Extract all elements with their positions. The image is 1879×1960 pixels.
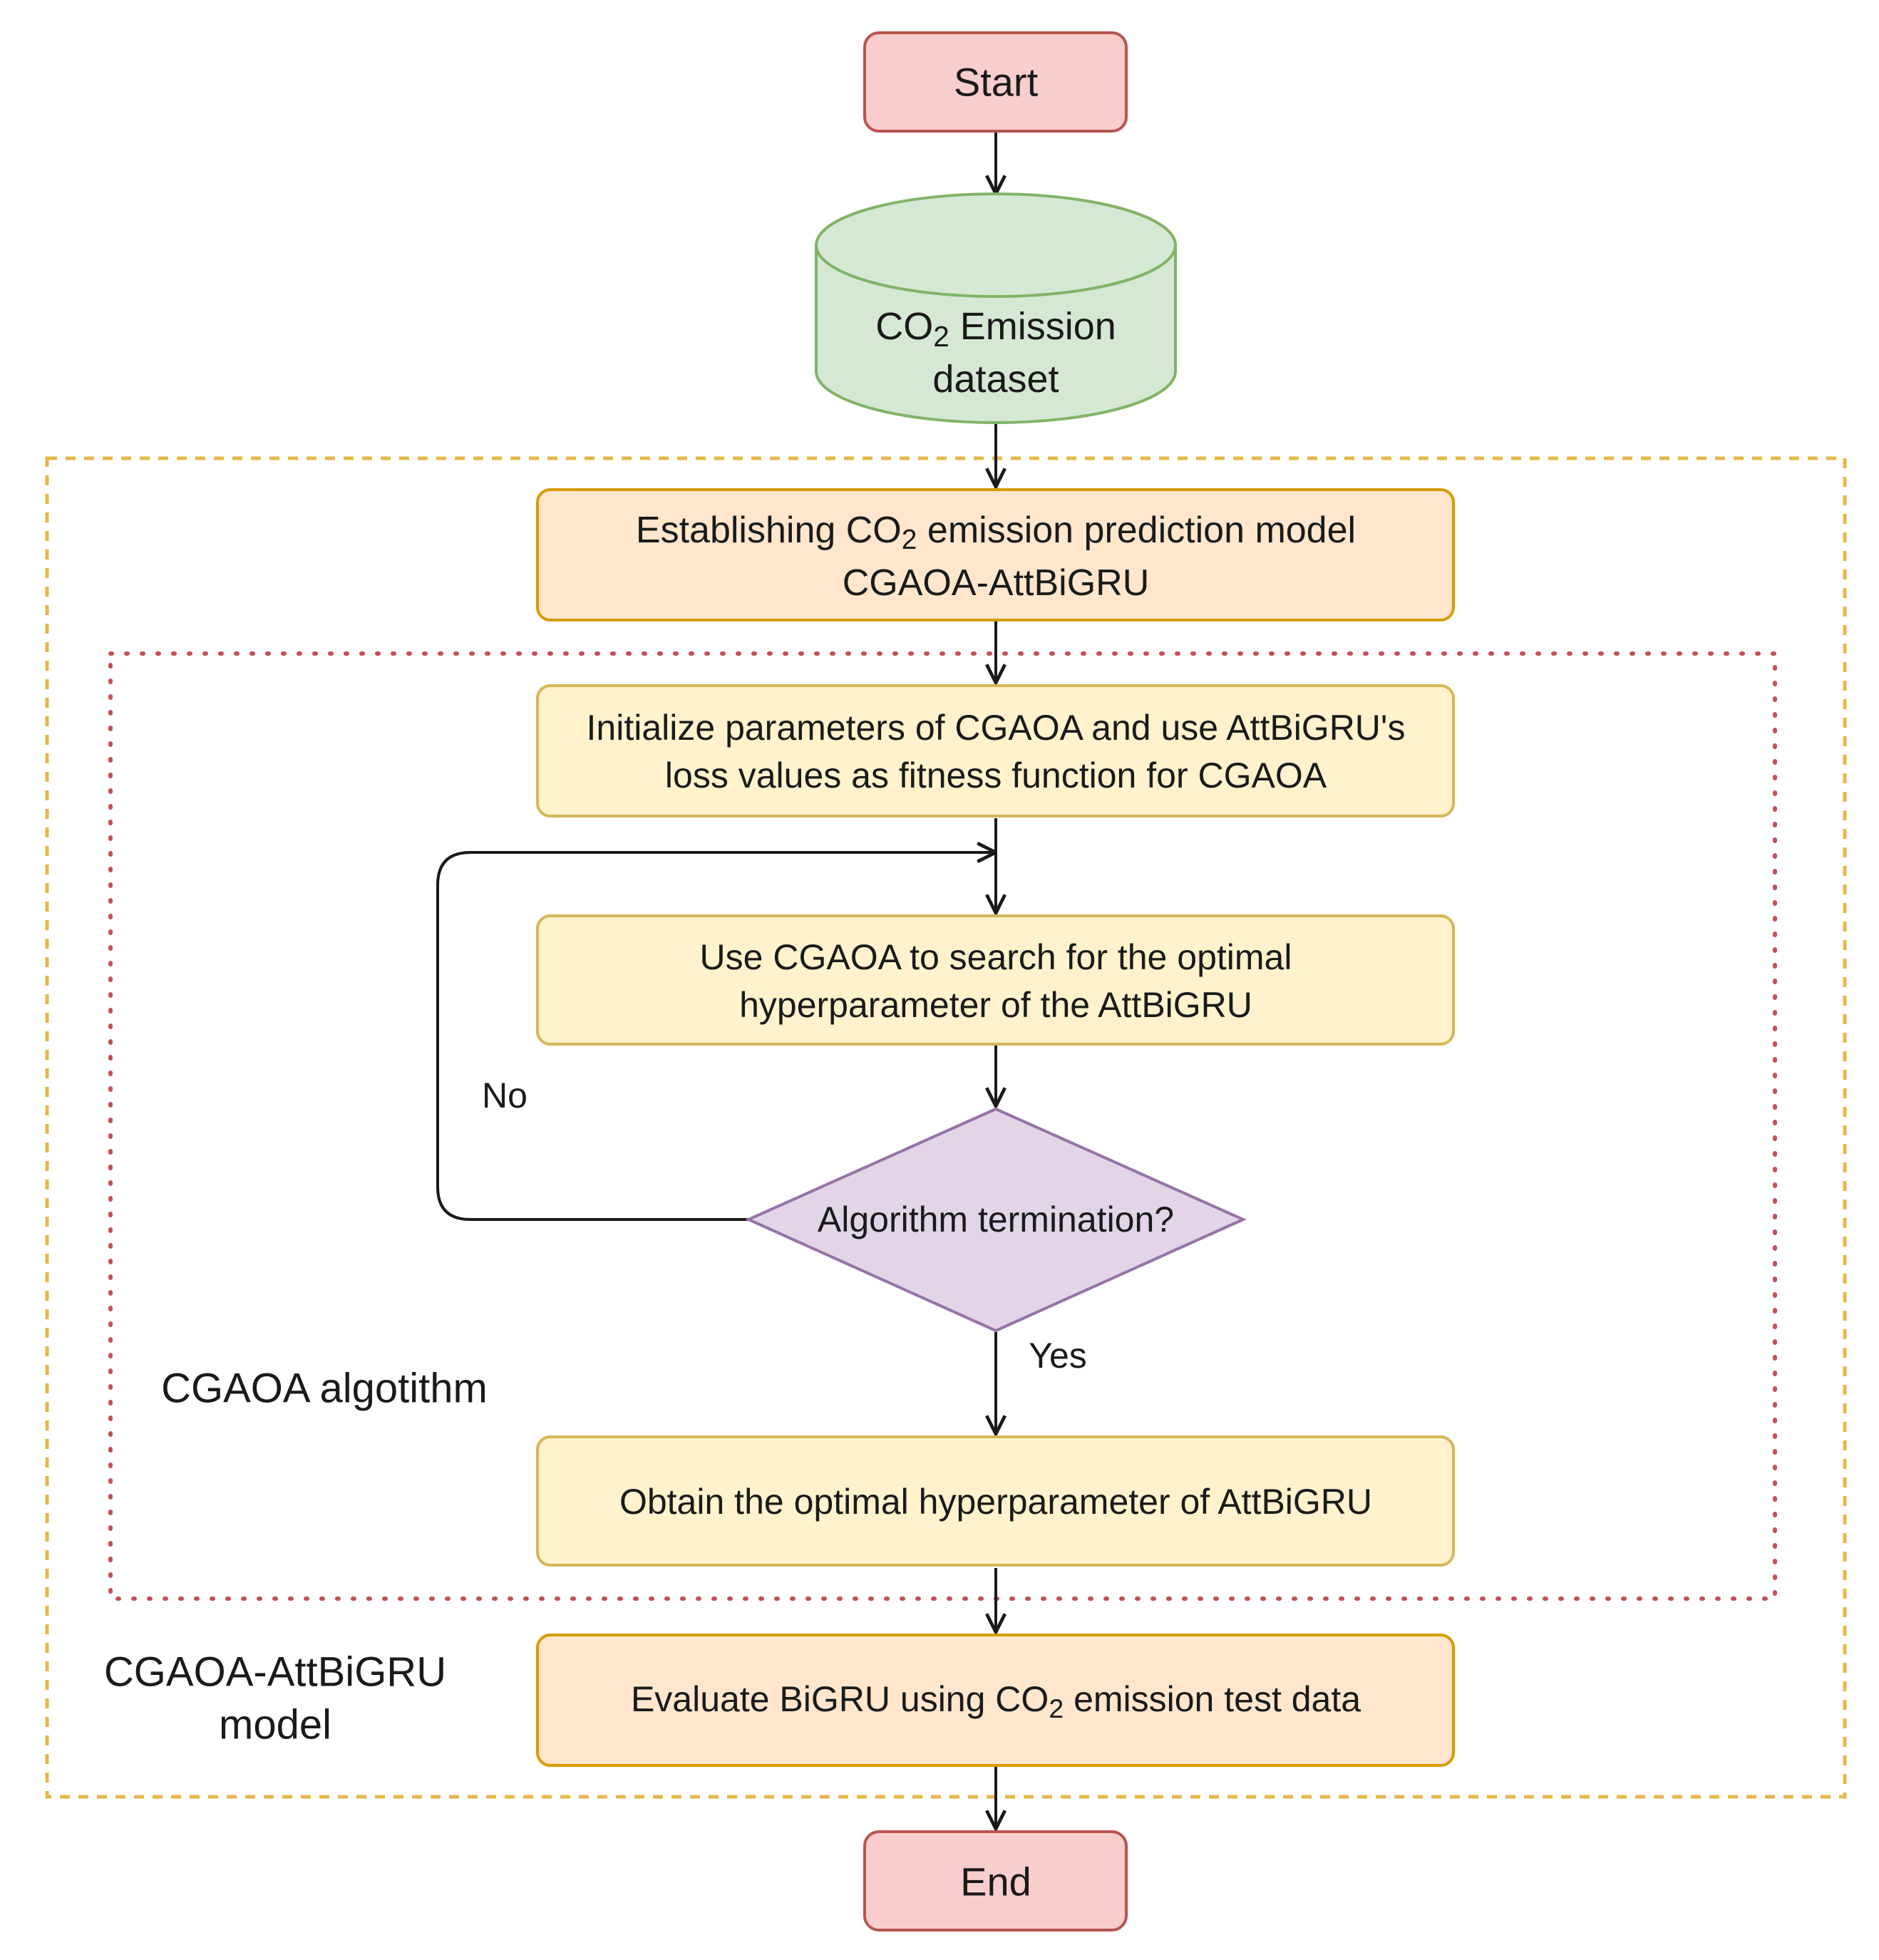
establish-model-label-line1: Establishing CO2 emission prediction mod… (636, 510, 1356, 555)
outer-group-label-line1: CGAOA-AttBiGRU (104, 1649, 446, 1696)
start-terminal-shape (863, 31, 1128, 133)
initialize-label-line2: loss values as fitness function for CGAO… (665, 755, 1327, 795)
evaluate-label: Evaluate BiGRU using CO2 emission test d… (631, 1679, 1361, 1723)
obtain-box (536, 1435, 1455, 1567)
arrow-decision-no-loop (436, 852, 996, 1221)
edge-label-no: No (482, 1076, 527, 1115)
search-label-line2: hyperparameter of the AttBiGRU (739, 985, 1252, 1025)
dataset-label-line2: dataset (932, 358, 1059, 401)
dataset-node: CO2 Emission dataset (815, 192, 1177, 424)
start-label: Start (954, 60, 1039, 105)
obtain-node: Obtain the optimal hyperparameter of Att… (536, 1435, 1455, 1567)
dataset-label-line1: CO2 Emission (875, 305, 1116, 353)
establish-model-label-line2: CGAOA-AttBiGRU (843, 562, 1150, 604)
evaluate-node: Evaluate BiGRU using CO2 emission test d… (536, 1634, 1455, 1767)
establish-model-node: Establishing CO2 emission prediction mod… (536, 488, 1455, 621)
inner-algorithm-group (108, 651, 1777, 1601)
initialize-label-line1: Initialize parameters of CGAOA and use A… (587, 708, 1406, 748)
end-terminal-shape (863, 1830, 1128, 1931)
dataset-cylinder-top (815, 192, 1177, 298)
edges (436, 133, 996, 1829)
start-node: Start (863, 31, 1128, 133)
establish-model-box (536, 488, 1455, 621)
search-node: Use CGAOA to search for the optimal hype… (536, 914, 1455, 1046)
decision-diamond (745, 1107, 1247, 1333)
search-label-line1: Use CGAOA to search for the optimal (700, 937, 1292, 977)
obtain-label: Obtain the optimal hyperparameter of Att… (619, 1482, 1372, 1522)
end-label: End (960, 1860, 1031, 1904)
outer-group-label-line2: model (219, 1702, 331, 1748)
search-box (536, 914, 1455, 1046)
initialize-node: Initialize parameters of CGAOA and use A… (536, 684, 1455, 817)
edge-label-yes: Yes (1029, 1336, 1087, 1376)
evaluate-box (536, 1634, 1455, 1767)
decision-label: Algorithm termination? (818, 1200, 1174, 1239)
outer-model-group (45, 456, 1847, 1799)
inner-group-label: CGAOA algotithm (161, 1366, 488, 1412)
initialize-box (536, 684, 1455, 817)
end-node: End (863, 1830, 1128, 1931)
decision-node: Algorithm termination? (745, 1107, 1247, 1333)
